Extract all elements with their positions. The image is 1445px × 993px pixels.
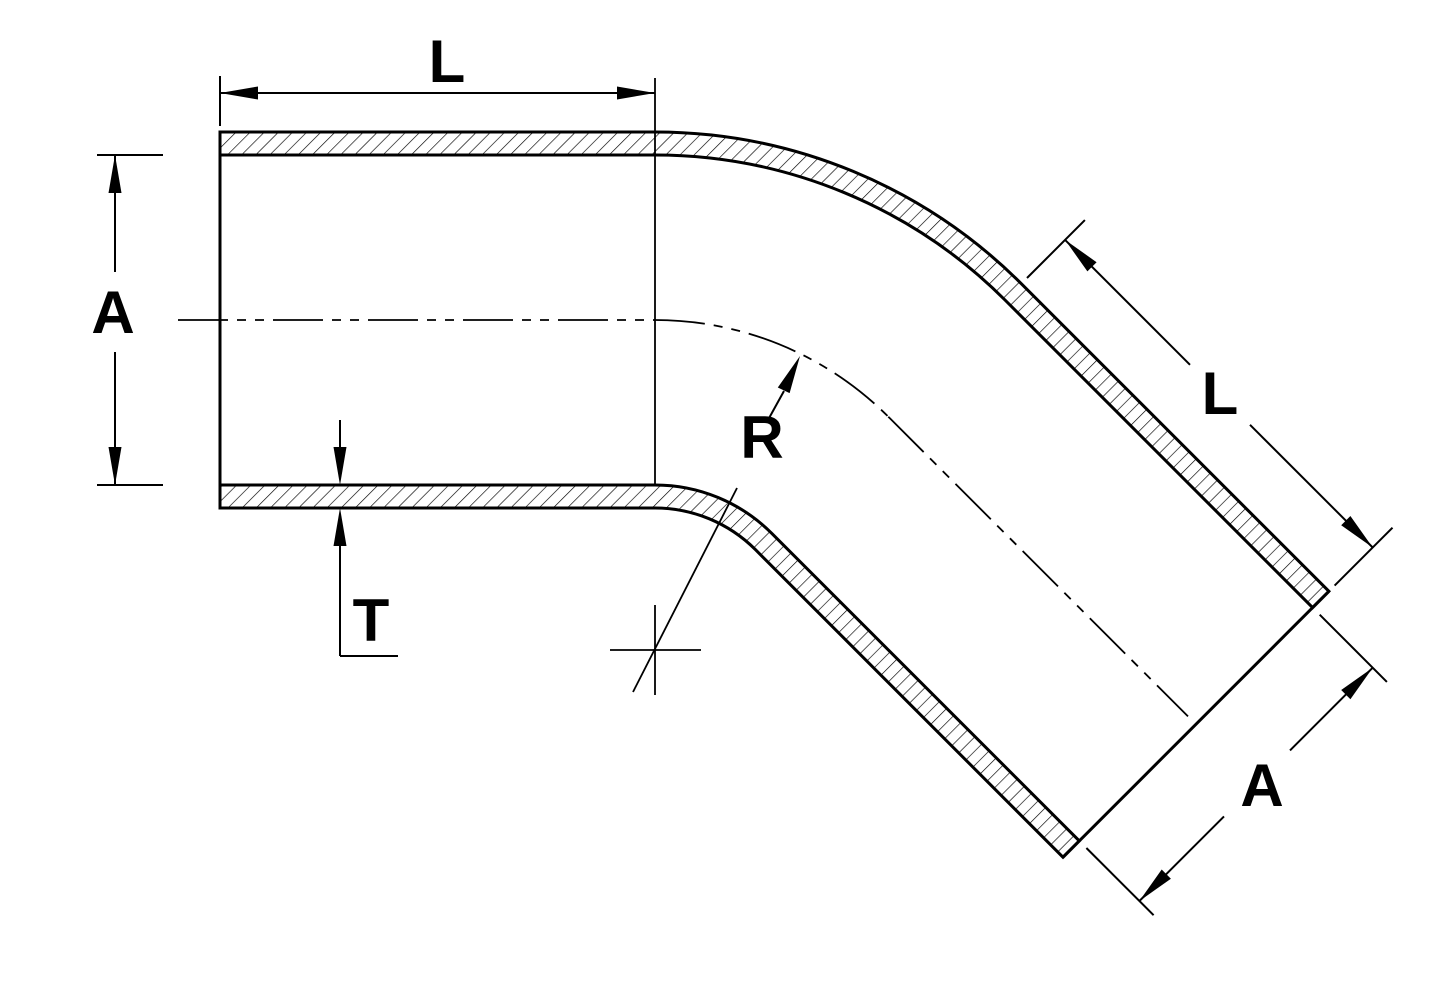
extension-line-upper xyxy=(1318,613,1388,683)
arrow-down-right-icon xyxy=(1341,516,1373,548)
arrow-up-right-icon xyxy=(1341,667,1373,700)
label-angled-diameter: A xyxy=(1240,752,1283,819)
label-left-diameter: A xyxy=(91,279,134,346)
arrow-right-icon xyxy=(617,86,655,100)
arrow-up-icon xyxy=(108,155,122,193)
extension-line-end xyxy=(1333,526,1394,587)
dimension-top-length xyxy=(219,76,655,126)
centerline-bend-arc xyxy=(654,319,889,418)
arrow-up-left-icon xyxy=(1065,239,1097,272)
centerlines xyxy=(178,319,1189,718)
dimension-bend-radius xyxy=(767,356,800,421)
radius-arrow-leader xyxy=(767,390,785,421)
extension-line-start xyxy=(1026,219,1086,279)
label-bend-radius: R xyxy=(740,404,783,471)
label-top-length: L xyxy=(429,28,466,95)
arrow-down-left-icon xyxy=(1139,869,1171,901)
arrow-to-centerline-icon xyxy=(777,356,800,394)
dimension-left-diameter xyxy=(97,154,163,486)
label-angled-length: L xyxy=(1202,360,1239,427)
arrow-up-icon xyxy=(333,508,347,546)
arrow-down-icon xyxy=(333,447,347,485)
dimension-angled-length xyxy=(1026,219,1394,587)
dimension-labels: L A T R L A xyxy=(91,28,1283,819)
tube-angled-end-face xyxy=(1061,590,1330,859)
centerline-angled xyxy=(887,416,1189,718)
radius-leader-line xyxy=(632,487,738,693)
dimension-angled-diameter xyxy=(1085,613,1388,916)
tube-lower-wall xyxy=(218,483,1082,860)
extension-line-lower xyxy=(1085,847,1155,916)
arrow-left-icon xyxy=(220,86,258,100)
arrow-down-icon xyxy=(108,447,122,485)
bend-center-mark xyxy=(610,487,738,695)
tube-body xyxy=(218,78,1332,860)
dimension-wall-thickness xyxy=(333,420,398,657)
label-wall-thickness: T xyxy=(353,587,390,654)
